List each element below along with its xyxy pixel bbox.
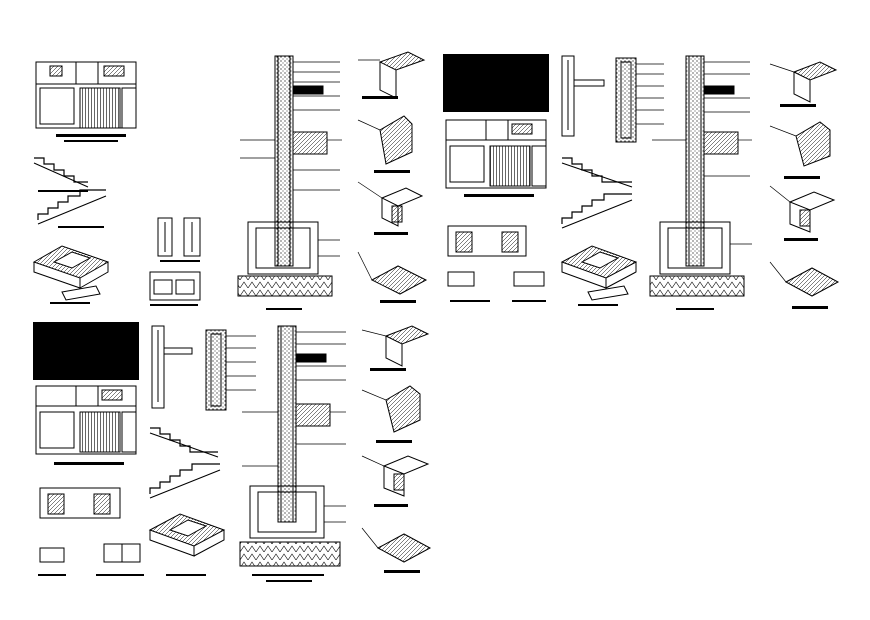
wall-section: [649, 55, 745, 297]
footing-label: [50, 302, 90, 304]
wall-section-label: [676, 308, 714, 310]
stair-slab: [561, 162, 633, 188]
column-elevation: [151, 325, 227, 411]
stair-section: [562, 157, 632, 183]
plan-title-bar: [464, 194, 534, 197]
section-label: [38, 574, 66, 576]
column-detail: [149, 217, 201, 301]
isometric-footing: [148, 513, 226, 557]
section-label: [450, 300, 490, 302]
section-label: [512, 300, 546, 302]
callout-leaders: [361, 329, 387, 549]
joint-details: [780, 61, 840, 309]
joint-details: [362, 51, 428, 303]
stair-slab: [149, 432, 219, 458]
column-label: [160, 260, 200, 262]
stair-slab: [37, 195, 107, 225]
wall-section: [237, 55, 333, 297]
footing-label: [166, 574, 206, 576]
joint-details: [370, 325, 432, 573]
sheet-c: [33, 322, 432, 582]
callout-leaders: [226, 335, 256, 391]
plan-title-bar: [56, 134, 126, 137]
sheet-a: [32, 51, 428, 310]
wall-section: [239, 325, 341, 567]
stair-section: [37, 189, 106, 220]
section-detail: [447, 225, 545, 287]
title-block-fill: [443, 54, 549, 112]
isometric-footing: [560, 245, 638, 301]
stair-label: [38, 190, 88, 192]
stair-section: [150, 427, 218, 453]
section-detail: [39, 487, 141, 563]
footing-label: [578, 304, 618, 306]
callout-leaders: [769, 63, 797, 283]
stair-label: [58, 226, 104, 228]
column-label: [150, 304, 198, 306]
title-block-fill: [33, 322, 139, 380]
isometric-footing: [32, 245, 110, 301]
plan-title-bar: [64, 140, 118, 142]
floor-plan: [35, 61, 137, 129]
callout-leaders: [240, 61, 342, 257]
section-label: [96, 574, 144, 576]
floor-plan: [445, 119, 547, 189]
stair-section: [561, 193, 632, 224]
callout-leaders: [357, 59, 383, 281]
column-elevation: [561, 55, 637, 143]
callout-leaders: [636, 63, 664, 125]
stair-slab: [561, 199, 633, 229]
callout-leaders: [652, 61, 752, 245]
plan-title-bar: [54, 462, 124, 465]
sheet-b: [443, 54, 840, 310]
wall-section-label: [266, 580, 312, 582]
stair-section: [149, 463, 220, 494]
callout-leaders: [242, 331, 346, 523]
wall-section-label: [266, 308, 302, 310]
floor-plan: [35, 385, 137, 455]
wall-section-label: [252, 574, 324, 576]
stair-section: [34, 157, 88, 183]
stair-slab: [149, 469, 221, 499]
stair-slab: [33, 162, 89, 188]
